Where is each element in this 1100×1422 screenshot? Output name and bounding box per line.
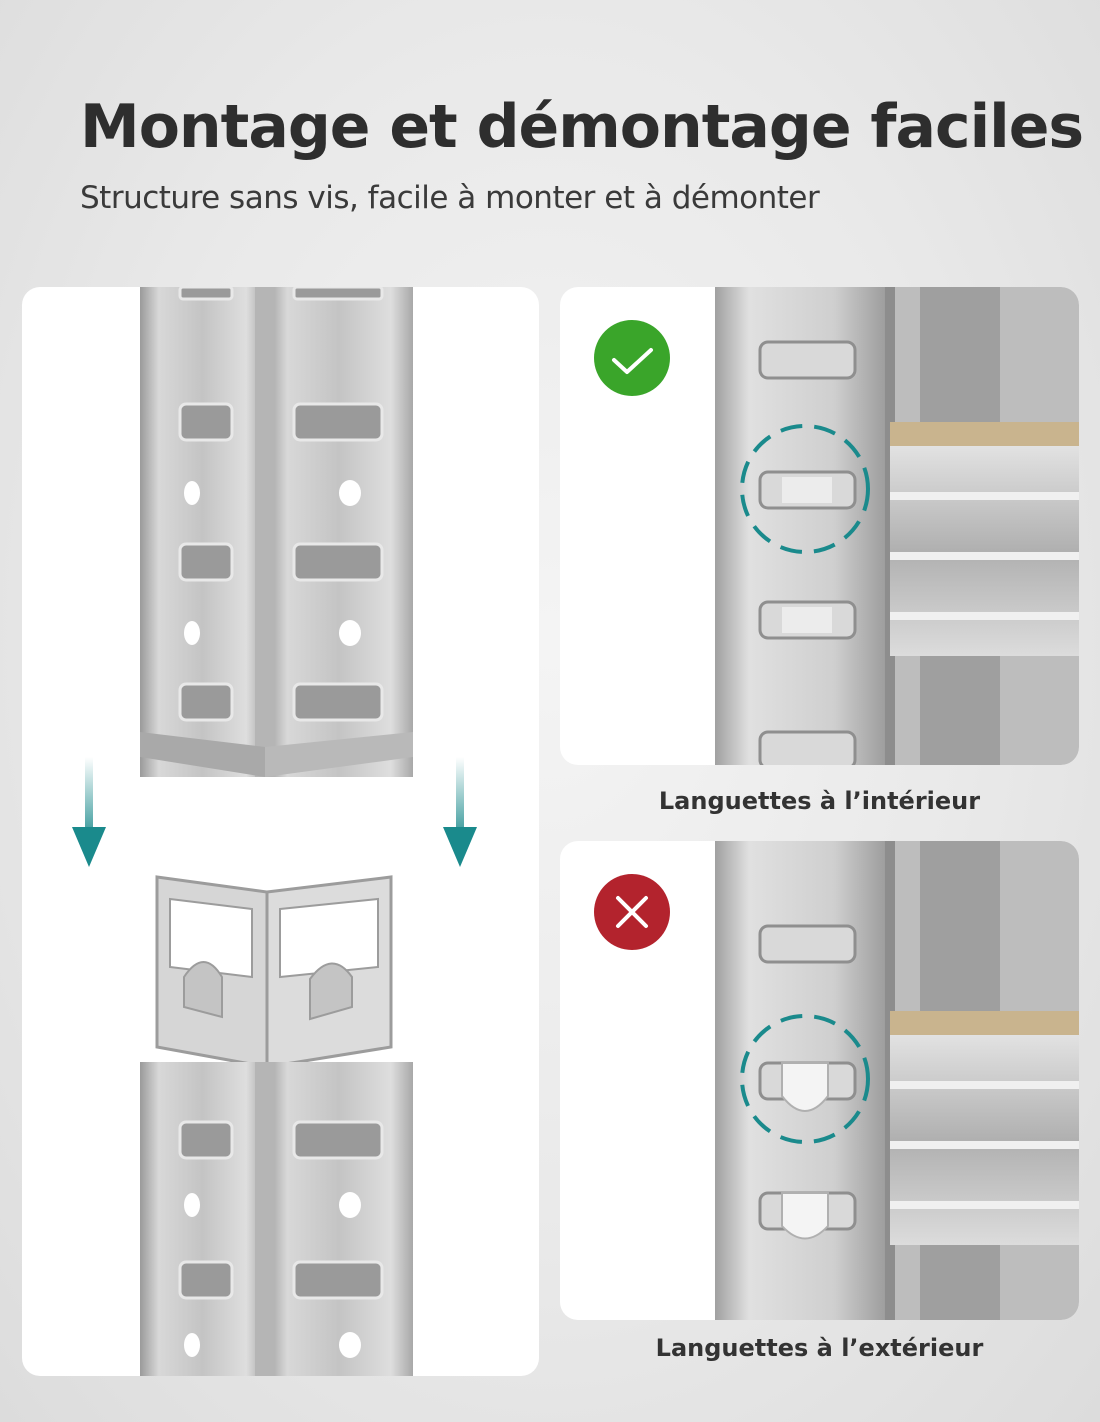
tabs-inside-illustration <box>715 287 1079 765</box>
cross-icon <box>594 874 670 950</box>
page-subtitle: Structure sans vis, facile à monter et à… <box>80 180 820 216</box>
highlight-circle <box>740 424 870 554</box>
down-arrow-icon <box>443 757 477 867</box>
highlight-circle <box>740 1014 870 1144</box>
page-title: Montage et démontage faciles <box>80 92 1084 162</box>
assembly-illustration-panel <box>22 287 539 1376</box>
tabs-outside-illustration <box>715 841 1079 1320</box>
post-assembly-illustration <box>72 287 477 1376</box>
upper-post <box>140 287 413 777</box>
lower-post <box>140 875 413 1376</box>
down-arrow-icon <box>72 757 106 867</box>
caption-tabs-inside: Languettes à l’intérieur <box>658 787 981 815</box>
caption-tabs-outside: Languettes à l’extérieur <box>655 1334 984 1362</box>
check-icon <box>594 320 670 396</box>
